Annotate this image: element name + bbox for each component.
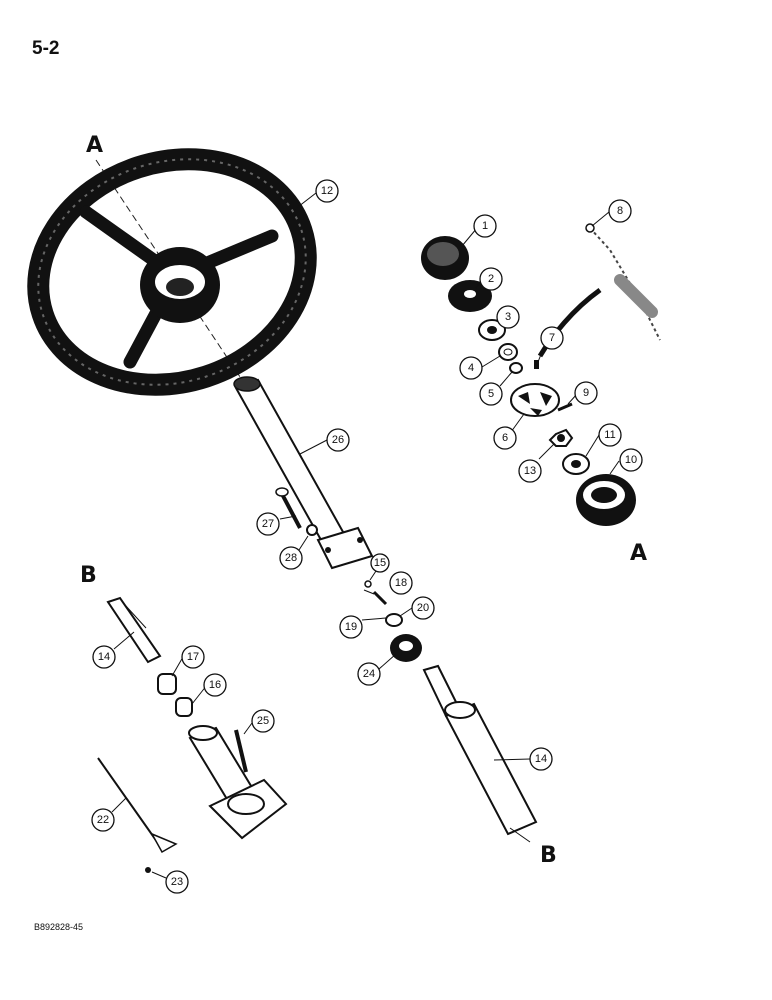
svg-text:9: 9 xyxy=(583,387,589,399)
callout-16: 16 xyxy=(203,673,227,697)
svg-text:25: 25 xyxy=(257,715,269,727)
spring-4 xyxy=(498,343,518,361)
svg-text:6: 6 xyxy=(502,432,508,444)
svg-text:2: 2 xyxy=(488,273,494,285)
retainer-3 xyxy=(478,319,506,341)
callout-22: 22 xyxy=(91,808,115,832)
spring-18 xyxy=(372,590,388,606)
svg-text:4: 4 xyxy=(468,362,474,374)
svg-text:5: 5 xyxy=(488,388,494,400)
callout-28: 28 xyxy=(279,546,303,570)
svg-text:10: 10 xyxy=(625,454,637,466)
svg-text:23: 23 xyxy=(171,876,183,888)
callout-18: 18 xyxy=(389,571,413,595)
shaft-14-left xyxy=(106,596,162,664)
column-housing xyxy=(188,725,288,840)
svg-text:14: 14 xyxy=(535,753,547,765)
svg-text:7: 7 xyxy=(549,332,555,344)
callout-14-right: 14 xyxy=(529,747,553,771)
callout-17: 17 xyxy=(181,645,205,669)
bearing-24 xyxy=(390,634,422,662)
wire-8 xyxy=(585,223,661,341)
callout-11: 11 xyxy=(598,423,622,447)
callout-4: 4 xyxy=(459,356,483,380)
svg-text:19: 19 xyxy=(345,621,357,633)
svg-text:1: 1 xyxy=(482,220,488,232)
washer-11 xyxy=(562,453,590,475)
callout-20: 20 xyxy=(411,596,435,620)
centerline-a xyxy=(95,159,263,411)
washer-5 xyxy=(509,362,523,374)
svg-text:14: 14 xyxy=(98,651,110,663)
svg-text:28: 28 xyxy=(285,552,297,564)
svg-text:20: 20 xyxy=(417,602,429,614)
ref-letter-b-bottom: B xyxy=(540,843,557,868)
cover-2 xyxy=(448,280,492,312)
svg-text:18: 18 xyxy=(395,577,407,589)
callout-25: 25 xyxy=(251,709,275,733)
svg-text:12: 12 xyxy=(321,185,333,197)
callout-23: 23 xyxy=(165,870,189,894)
screw-23 xyxy=(145,867,151,873)
svg-text:26: 26 xyxy=(332,434,344,446)
shaft-14-right xyxy=(422,664,538,843)
svg-text:13: 13 xyxy=(524,465,536,477)
svg-text:3: 3 xyxy=(505,311,511,323)
bolt-27 xyxy=(275,487,302,529)
svg-text:15: 15 xyxy=(374,557,386,569)
callout-14-left: 14 xyxy=(92,645,116,669)
steering-wheel xyxy=(27,148,317,396)
ref-letter-a-right: A xyxy=(630,541,647,566)
callout-13: 13 xyxy=(518,459,542,483)
callout-26: 26 xyxy=(326,428,350,452)
svg-text:22: 22 xyxy=(97,814,109,826)
callout-1: 1 xyxy=(473,214,497,238)
bushing-17 xyxy=(157,673,177,695)
svg-text:17: 17 xyxy=(187,651,199,663)
ref-letter-a-top: A xyxy=(86,133,103,158)
callout-8: 8 xyxy=(608,199,632,223)
routing-arrow xyxy=(537,287,602,358)
callout-12: 12 xyxy=(315,179,339,203)
ref-letter-b-left: B xyxy=(80,563,97,588)
callout-24: 24 xyxy=(357,662,381,686)
callout-15: 15 xyxy=(370,553,390,573)
lever-22 xyxy=(97,757,178,854)
callout-2: 2 xyxy=(479,267,503,291)
horn-button-cap xyxy=(421,236,469,280)
callout-27: 27 xyxy=(256,512,280,536)
bolt-25 xyxy=(234,729,248,773)
washer-28 xyxy=(306,524,318,536)
screw-9 xyxy=(557,402,573,412)
pin-7 xyxy=(534,360,539,369)
callout-5: 5 xyxy=(479,382,503,406)
callout-9: 9 xyxy=(574,381,598,405)
horn-contact-plate-6 xyxy=(510,383,560,417)
nut-13 xyxy=(548,428,574,447)
callout-10: 10 xyxy=(619,448,643,472)
svg-text:16: 16 xyxy=(209,679,221,691)
svg-text:11: 11 xyxy=(604,429,615,441)
svg-text:24: 24 xyxy=(363,668,375,680)
page-number: 5-2 xyxy=(32,38,60,59)
figure-code: B892828-45 xyxy=(34,922,84,932)
callout-6: 6 xyxy=(493,426,517,450)
svg-text:8: 8 xyxy=(617,205,623,217)
callout-3: 3 xyxy=(496,305,520,329)
column-tube xyxy=(233,376,374,570)
washer-19-20 xyxy=(385,613,403,627)
callout-19: 19 xyxy=(339,615,363,639)
cup-10 xyxy=(576,474,636,526)
callout-7: 7 xyxy=(540,326,564,350)
bushing-16 xyxy=(175,697,193,717)
svg-text:27: 27 xyxy=(262,518,274,530)
pin-15 xyxy=(364,580,372,588)
